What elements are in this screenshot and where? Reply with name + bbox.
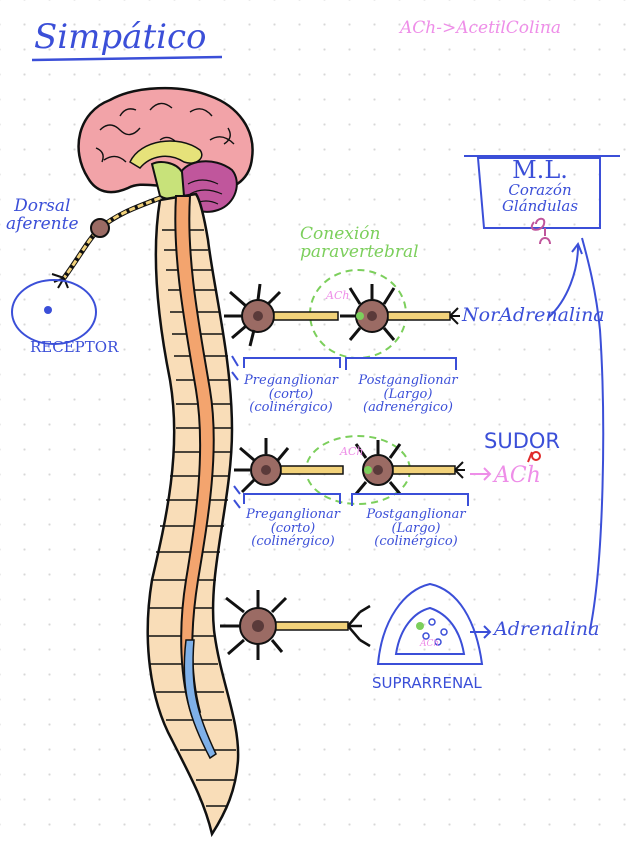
pre2-line3: (colinérgico) — [251, 534, 335, 550]
ml-label-box: M.L. Corazón Glándulas — [482, 156, 598, 215]
bracket-pre-1 — [243, 357, 341, 368]
cauda-equina — [183, 639, 217, 760]
post-axon-2 — [392, 465, 456, 475]
arrow-to-ach — [470, 467, 492, 481]
post1-line3: (adrenérgico) — [363, 400, 453, 416]
bracket-post-2 — [351, 493, 469, 506]
ach-definition-note: ACh->AcetilColina — [400, 18, 561, 38]
conexion-line1: Conexión — [300, 224, 381, 244]
title-underline — [31, 55, 223, 62]
corazon-label: Corazón — [508, 181, 572, 200]
pre-axon-3 — [275, 621, 349, 631]
pre-axon-2 — [280, 465, 344, 475]
receptor-circle — [11, 279, 97, 345]
pre1-line1: Preganglionar — [244, 373, 338, 388]
vertebral-column — [146, 192, 240, 838]
corpus-callosum — [129, 140, 203, 169]
page-title: Simpático — [34, 17, 207, 57]
post2-line3: (colinérgico) — [374, 534, 458, 550]
brain — [77, 86, 254, 213]
post-axon-1 — [387, 311, 451, 321]
synapse-marker-2 — [364, 466, 372, 474]
dorsal-afferent-label: Dorsal aferente — [6, 196, 79, 234]
suprarrenal-label: SUPRARRENAL — [372, 674, 482, 692]
bracket-pre-2 — [243, 493, 341, 504]
post2-label: Postganglionar (Largo) (colinérgico) — [356, 508, 476, 549]
post1-line1: Postganglionar — [358, 373, 458, 388]
pre1-line3: (colinérgico) — [249, 400, 333, 416]
pre2-line2: (corto) — [270, 520, 316, 536]
arrow-adrenalina-to-ml — [581, 237, 605, 631]
post2-line1: Postganglionar — [366, 507, 466, 522]
adrenal-medulla — [394, 606, 466, 655]
ach-label-adrenal: ACh — [420, 639, 440, 649]
pre2-line1: Preganglionar — [246, 507, 340, 522]
adrenal-gland — [376, 582, 484, 665]
dorsal-ganglion-cell — [90, 218, 110, 238]
ml-box — [464, 155, 620, 245]
pre1-label: Preganglionar (corto) (colinérgico) — [236, 374, 346, 415]
adrenalina-label: Adrenalina — [494, 618, 600, 640]
pre-axon-1 — [273, 311, 339, 321]
dorsal-line1: Dorsal — [14, 196, 71, 216]
spine-ticks — [231, 355, 241, 509]
synapse-marker-1 — [356, 312, 364, 320]
noradrenalina-label: NorAdrenalina — [462, 304, 605, 326]
conexion-line2: paravertebral — [300, 241, 419, 262]
bracket-post-1 — [345, 357, 457, 370]
afferent-pathway — [11, 195, 161, 345]
glandulas-label: Glándulas — [501, 196, 579, 215]
ach-label-chain1: ACh — [326, 289, 350, 302]
ach-label-chain2: ACh — [340, 445, 364, 458]
ml-label: M.L. — [512, 156, 568, 184]
arrow-to-ml — [547, 245, 579, 319]
receptor-icon — [539, 228, 551, 245]
ach-target-label: ACh — [494, 463, 541, 488]
chain-3 — [220, 237, 605, 665]
post2-line2: (Largo) — [391, 520, 441, 536]
receptor-label: RECEPTOR — [30, 338, 119, 356]
spine — [146, 192, 240, 838]
sweat-receptor — [531, 451, 541, 461]
post1-label: Postganglionar (Largo) (adrenérgico) — [348, 374, 468, 415]
pre2-label: Preganglionar (corto) (colinérgico) — [238, 508, 348, 549]
sudor-label: SUDOR — [484, 429, 560, 453]
arrow-to-adrenalina — [470, 625, 492, 639]
paravertebral-label: Conexión paravertebral — [300, 224, 419, 262]
brainstem — [150, 161, 186, 200]
chain-2 — [234, 435, 541, 506]
chain-1 — [224, 241, 583, 370]
post1-line2: (Largo) — [383, 386, 433, 402]
brain-folds — [95, 102, 235, 163]
pre1-line2: (corto) — [268, 386, 314, 402]
dorsal-line2: aferente — [6, 213, 79, 234]
receptor-dot — [44, 306, 52, 314]
